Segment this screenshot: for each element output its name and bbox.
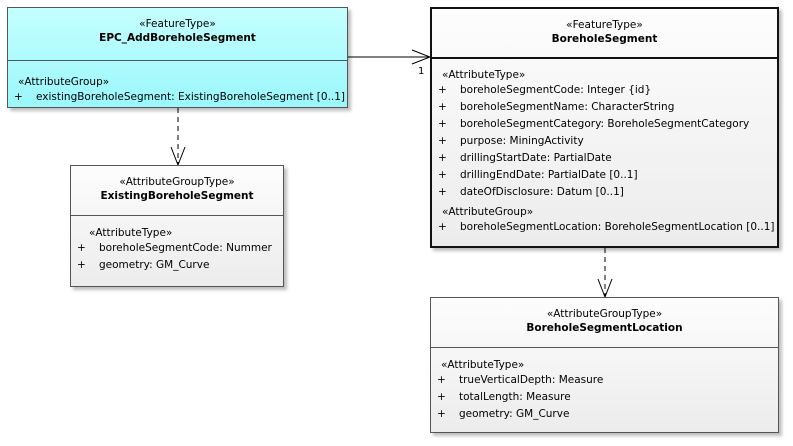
attribute-text: boreholeSegmentCode: Integer {id} (460, 84, 652, 96)
visibility-marker: + (438, 135, 447, 147)
class-existing-borehole-segment[interactable]: «AttributeGroupType» ExistingBoreholeSeg… (70, 165, 284, 287)
visibility-marker: + (438, 101, 447, 113)
class-header: «FeatureType» BoreholeSegment (432, 9, 777, 59)
class-stereotype: «FeatureType» (139, 18, 216, 30)
attribute-row[interactable]: + drillingEndDate: PartialDate [0..1] (432, 167, 777, 184)
visibility-marker: + (438, 118, 447, 130)
attribute-text: drillingStartDate: PartialDate (460, 152, 612, 164)
association-multiplicity: 1 (418, 66, 425, 77)
class-header: «AttributeGroupType» BoreholeSegmentLoca… (431, 298, 778, 348)
attribute-group-label: «AttributeType» (89, 227, 173, 239)
attribute-group-label: «AttributeGroup» (18, 76, 110, 88)
attribute-row[interactable]: + boreholeSegmentName: CharacterString (432, 99, 777, 116)
attribute-text: boreholeSegmentCode: Nummer (99, 242, 272, 254)
class-header: «AttributeGroupType» ExistingBoreholeSeg… (71, 166, 283, 216)
visibility-marker: + (438, 152, 447, 164)
class-name: ExistingBoreholeSegment (100, 190, 254, 202)
attribute-row[interactable]: + existingBoreholeSegment: ExistingBoreh… (8, 89, 347, 106)
visibility-marker: + (438, 84, 447, 96)
visibility-marker: + (77, 242, 86, 254)
attribute-row[interactable]: + boreholeSegmentLocation: BoreholeSegmen… (432, 219, 777, 236)
attribute-text: boreholeSegmentName: CharacterString (460, 101, 675, 113)
visibility-marker: + (77, 259, 86, 271)
attribute-group-label: «AttributeGroup» (442, 206, 534, 218)
attribute-text: geometry: GM_Curve (99, 259, 210, 271)
attribute-row[interactable]: + boreholeSegmentCode: Nummer (71, 240, 283, 257)
visibility-marker: + (438, 221, 447, 233)
class-stereotype: «AttributeGroupType» (546, 308, 663, 320)
attribute-group-label: «AttributeType» (442, 69, 526, 81)
attribute-group-label: «AttributeType» (441, 359, 525, 371)
visibility-marker: + (438, 169, 447, 181)
attribute-row[interactable]: + purpose: MiningActivity (432, 133, 777, 150)
class-epc-add-borehole-segment[interactable]: «FeatureType» EPC_AddBoreholeSegment «At… (7, 7, 348, 108)
attribute-row[interactable]: + trueVerticalDepth: Measure (431, 372, 778, 389)
class-stereotype: «FeatureType» (566, 19, 643, 31)
attribute-row[interactable]: + drillingStartDate: PartialDate (432, 150, 777, 167)
attribute-row[interactable]: + totalLength: Measure (431, 389, 778, 406)
attribute-row[interactable]: + geometry: GM_Curve (71, 257, 283, 274)
attribute-text: geometry: GM_Curve (459, 408, 570, 420)
attribute-text: trueVerticalDepth: Measure (459, 374, 604, 386)
class-name: BoreholeSegmentLocation (526, 322, 683, 334)
attribute-text: dateOfDisclosure: Datum [0..1] (460, 186, 624, 198)
attribute-row[interactable]: + geometry: GM_Curve (431, 406, 778, 423)
attribute-text: purpose: MiningActivity (460, 135, 584, 147)
class-name: BoreholeSegment (551, 33, 658, 45)
attribute-row[interactable]: + boreholeSegmentCode: Integer {id} (432, 82, 777, 99)
visibility-marker: + (437, 391, 446, 403)
attribute-row[interactable]: + dateOfDisclosure: Datum [0..1] (432, 184, 777, 201)
class-borehole-segment-location[interactable]: «AttributeGroupType» BoreholeSegmentLoca… (430, 297, 779, 433)
attribute-text: boreholeSegmentCategory: BoreholeSegment… (460, 118, 750, 130)
attribute-row[interactable]: + boreholeSegmentCategory: BoreholeSegmen… (432, 116, 777, 133)
attribute-text: boreholeSegmentLocation: BoreholeSegment… (460, 221, 775, 233)
class-header: «FeatureType» EPC_AddBoreholeSegment (8, 8, 347, 61)
attribute-text: totalLength: Measure (459, 391, 571, 403)
attribute-text: drillingEndDate: PartialDate [0..1] (460, 169, 638, 181)
visibility-marker: + (437, 408, 446, 420)
class-stereotype: «AttributeGroupType» (119, 176, 235, 188)
class-borehole-segment[interactable]: «FeatureType» BoreholeSegment «Attribute… (430, 7, 779, 248)
attribute-text: existingBoreholeSegment: ExistingBorehol… (36, 91, 346, 103)
class-name: EPC_AddBoreholeSegment (99, 32, 256, 44)
visibility-marker: + (14, 91, 23, 103)
visibility-marker: + (438, 186, 447, 198)
visibility-marker: + (437, 374, 446, 386)
